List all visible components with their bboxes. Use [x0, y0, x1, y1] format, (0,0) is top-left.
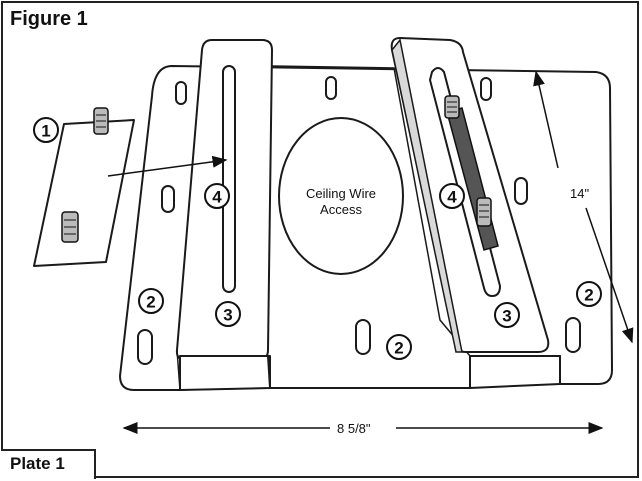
center-label-line1: Ceiling Wire — [306, 186, 376, 201]
height-dimension-line-upper — [533, 70, 559, 169]
callout-1: 1 — [33, 117, 59, 143]
slot-bottom-right — [565, 317, 581, 353]
svg-text:2: 2 — [394, 339, 403, 358]
slot-bottom-center — [355, 319, 371, 355]
ceiling-wire-access — [278, 117, 404, 275]
stud-loose-top — [93, 107, 109, 135]
stud-lower-right — [476, 197, 492, 227]
svg-text:2: 2 — [146, 293, 155, 312]
svg-text:1: 1 — [41, 122, 50, 141]
rail-slot-left — [222, 65, 236, 293]
height-dimension-line-lower — [585, 207, 634, 344]
slot-mid-right — [514, 177, 528, 205]
svg-text:3: 3 — [502, 307, 511, 326]
slot-top-center — [325, 76, 337, 100]
plate-label-box — [1, 449, 96, 479]
callout-3-right: 3 — [494, 302, 520, 328]
callout-3-left: 3 — [215, 301, 241, 327]
slot-top-left — [175, 81, 187, 105]
callout-2-center: 2 — [386, 334, 412, 360]
height-dimension-label: 14" — [570, 186, 589, 201]
slot-bottom-left — [137, 329, 153, 365]
callout-2-left: 2 — [138, 288, 164, 314]
callout-4-left: 4 — [204, 183, 230, 209]
figure-title: Figure 1 — [10, 8, 88, 30]
plate-label: Plate 1 — [10, 454, 65, 473]
insert-arrow — [107, 155, 228, 177]
bottom-bracket-left — [179, 355, 271, 391]
slot-top-right — [480, 77, 492, 101]
callout-4-right: 4 — [439, 183, 465, 209]
svg-text:4: 4 — [212, 188, 222, 207]
slot-mid-left — [161, 185, 175, 213]
stud-loose-bottom — [61, 211, 79, 243]
callout-2-right: 2 — [576, 281, 602, 307]
loose-strap — [33, 119, 135, 267]
center-label-line2: Access — [320, 202, 362, 217]
stud-upper-right — [444, 95, 460, 119]
bottom-bracket-right — [469, 355, 561, 389]
width-dimension-label: 8 5/8" — [337, 421, 371, 436]
svg-text:3: 3 — [223, 306, 232, 325]
right-rail-shade — [391, 38, 463, 353]
svg-text:2: 2 — [584, 286, 593, 305]
svg-text:4: 4 — [447, 188, 457, 207]
